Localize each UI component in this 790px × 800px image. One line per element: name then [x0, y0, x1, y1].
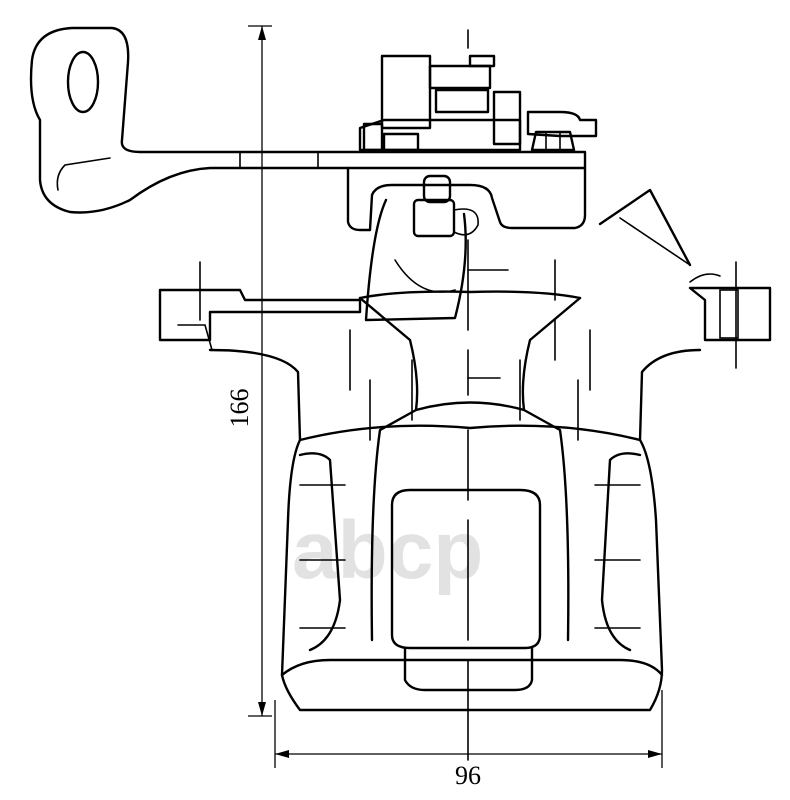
watermark-text: abcp [292, 505, 483, 596]
height-dimension-label: 166 [225, 389, 254, 428]
caliper-body [208, 269, 702, 712]
dimension-width: 96 [274, 690, 663, 790]
slide-pin-lug-left [158, 261, 362, 351]
bracket-bolt-hole [66, 50, 100, 114]
dimension-height: 166 [225, 25, 272, 717]
parking-brake-mechanism [358, 54, 598, 152]
width-dimension-label: 96 [455, 761, 481, 790]
mounting-bracket [29, 26, 587, 214]
slide-pin-lug-right [688, 261, 772, 369]
piston-window [390, 488, 542, 650]
caliper-upper-block [346, 166, 692, 267]
watermark-logo: abcp [292, 505, 483, 596]
bleed-valve [364, 174, 479, 322]
centerlines [369, 29, 579, 761]
